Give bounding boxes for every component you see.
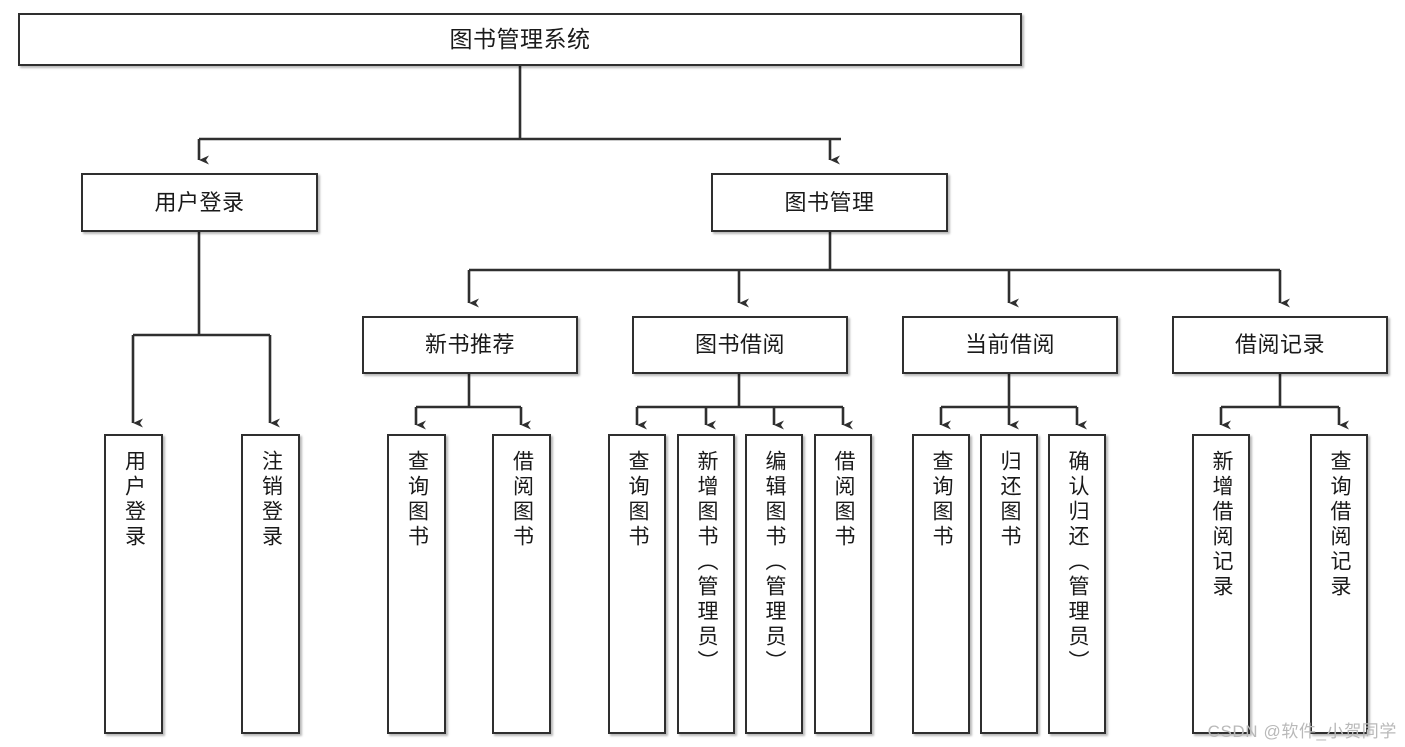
- node-label: 新增借阅记录: [1210, 450, 1234, 600]
- node-label: 确认归还（管理员）: [1066, 450, 1090, 675]
- leaf-current-query-book[interactable]: 查询图书: [912, 434, 970, 734]
- leaf-recommend-borrow-book[interactable]: 借阅图书: [492, 434, 551, 734]
- leaf-borrow-edit-book-admin[interactable]: 编辑图书（管理员）: [745, 434, 803, 734]
- node-label: 查询图书: [930, 450, 954, 550]
- node-label: 图书借阅: [694, 332, 785, 358]
- leaf-record-query-borrow-record[interactable]: 查询借阅记录: [1310, 434, 1368, 734]
- node-label: 借阅图书: [832, 450, 856, 550]
- leaf-current-return-book[interactable]: 归还图书: [980, 434, 1038, 734]
- node-label: 图书管理: [784, 189, 875, 215]
- node-current-borrow[interactable]: 当前借阅: [902, 316, 1118, 374]
- node-book-manage[interactable]: 图书管理: [711, 173, 948, 232]
- node-label: 当前借阅: [964, 332, 1055, 358]
- node-label: 查询图书: [626, 450, 650, 550]
- node-label: 借阅记录: [1234, 332, 1325, 358]
- leaf-user-logout[interactable]: 注销登录: [241, 434, 300, 734]
- leaf-borrow-do-borrow-book[interactable]: 借阅图书: [814, 434, 872, 734]
- leaf-user-login[interactable]: 用户登录: [104, 434, 163, 734]
- node-borrow-record[interactable]: 借阅记录: [1172, 316, 1388, 374]
- node-label: 图书管理系统: [449, 25, 591, 52]
- leaf-borrow-add-book-admin[interactable]: 新增图书（管理员）: [677, 434, 735, 734]
- node-label: 用户登录: [122, 450, 146, 550]
- node-label: 查询图书: [405, 450, 429, 550]
- csdn-watermark: CSDN @软件_小贺同学: [1207, 722, 1397, 741]
- node-root-system[interactable]: 图书管理系统: [18, 13, 1022, 66]
- node-label: 新书推荐: [424, 332, 515, 358]
- node-label: 归还图书: [998, 450, 1022, 550]
- node-label: 查询借阅记录: [1328, 450, 1352, 600]
- node-user-login[interactable]: 用户登录: [81, 173, 318, 232]
- node-label: 借阅图书: [510, 450, 534, 550]
- node-new-book-recommend[interactable]: 新书推荐: [362, 316, 578, 374]
- node-label: 新增图书（管理员）: [695, 450, 719, 675]
- leaf-current-confirm-return-admin[interactable]: 确认归还（管理员）: [1048, 434, 1106, 734]
- node-book-borrow[interactable]: 图书借阅: [632, 316, 848, 374]
- node-label: 注销登录: [259, 450, 283, 550]
- leaf-recommend-query-book[interactable]: 查询图书: [387, 434, 446, 734]
- leaf-borrow-query-book[interactable]: 查询图书: [608, 434, 666, 734]
- node-label: 用户登录: [154, 189, 245, 215]
- leaf-record-add-borrow-record[interactable]: 新增借阅记录: [1192, 434, 1250, 734]
- node-label: 编辑图书（管理员）: [763, 450, 787, 675]
